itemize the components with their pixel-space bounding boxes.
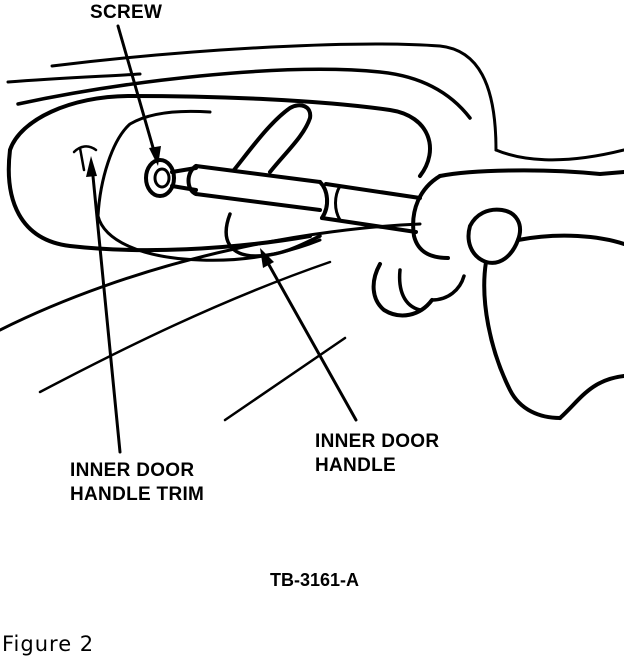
hand — [371, 168, 624, 420]
trim-leader — [90, 164, 122, 454]
screwdriver — [170, 164, 422, 234]
screw-arrowhead — [149, 146, 161, 166]
door-panel — [0, 42, 624, 422]
screw-head — [144, 158, 176, 198]
screw-leader — [116, 24, 158, 160]
label-inner-door-handle-trim-1: INNER DOOR — [70, 460, 194, 481]
label-inner-door-handle-1: INNER DOOR — [315, 431, 439, 452]
handle-leader — [262, 254, 358, 422]
drawing-code: TB-3161-A — [270, 570, 359, 590]
inner-door-handle-lever — [224, 103, 322, 258]
trim-arrowhead — [86, 156, 97, 177]
inner-door-handle-trim — [6, 94, 432, 262]
label-inner-door-handle-trim-2: HANDLE TRIM — [70, 484, 204, 505]
label-inner-door-handle-2: HANDLE — [315, 455, 396, 476]
figure-caption: Figure 2 — [2, 632, 95, 656]
leader-lines — [86, 24, 358, 454]
label-screw: SCREW — [90, 2, 162, 23]
handle-arrowhead — [260, 248, 274, 268]
